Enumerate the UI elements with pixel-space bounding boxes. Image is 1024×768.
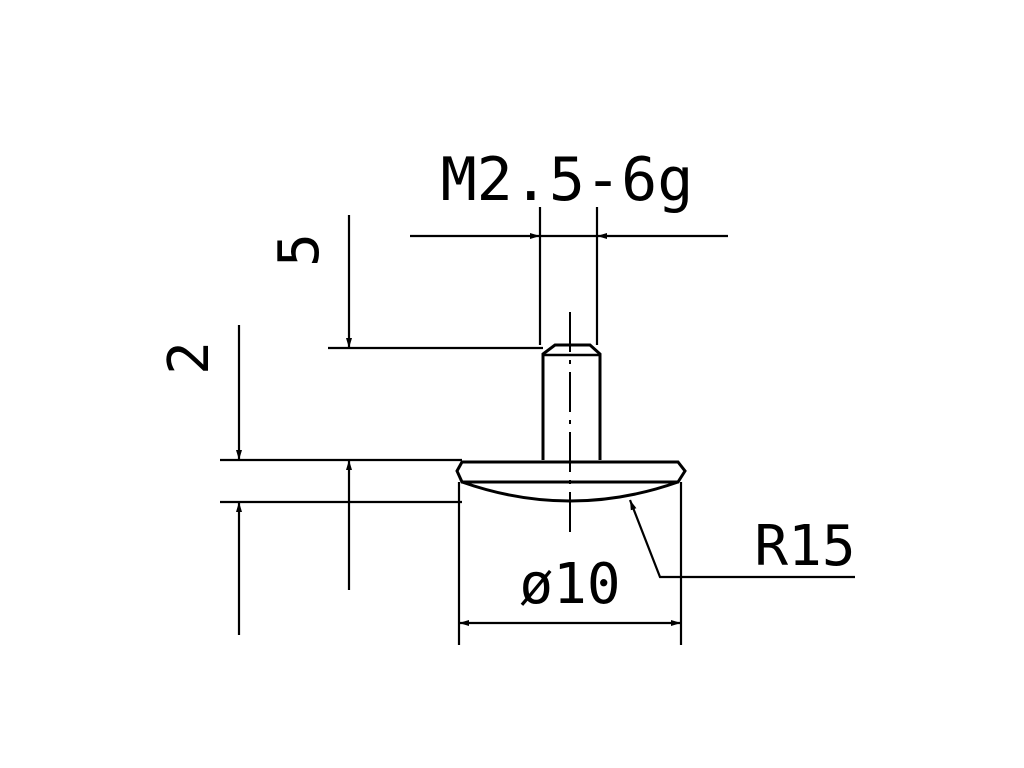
height-total-label: 5 (267, 233, 332, 267)
radius-label: R15 (754, 514, 855, 579)
height-head-label: 2 (157, 341, 222, 375)
thread-label: M2.5-6g (441, 145, 694, 215)
diameter-label: ø10 (519, 552, 620, 617)
part-stem-outline (541, 343, 602, 460)
radius-leader (628, 499, 855, 579)
